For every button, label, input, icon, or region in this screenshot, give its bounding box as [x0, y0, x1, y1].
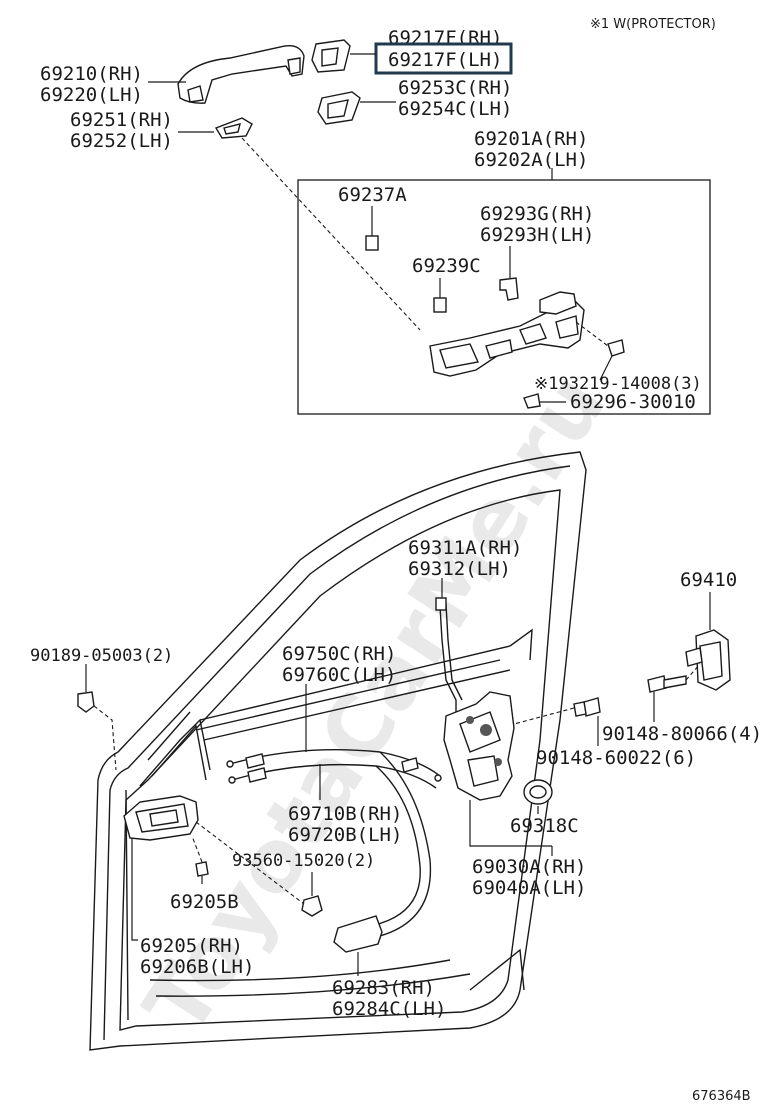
label-69410: 69410 [680, 569, 737, 591]
label-69253C: 69253C(RH) [398, 77, 512, 99]
screw-69296 [523, 393, 566, 409]
handle-cap [311, 39, 351, 73]
handle-pad [317, 91, 361, 125]
handle-pad-rear [214, 117, 253, 139]
screw-90148-80066 [647, 675, 687, 693]
label-90148-60022: 90148-60022(6) [536, 747, 696, 769]
label-90189: 90189-05003(2) [30, 646, 173, 666]
label-69720B: 69720B(LH) [288, 824, 402, 846]
label-69237A: 69237A [338, 184, 407, 206]
handle-frame [429, 291, 585, 377]
label-69283: 69283(RH) [332, 977, 435, 999]
label-69030A: 69030A(RH) [472, 856, 586, 878]
cover-69283 [333, 915, 383, 953]
clip-69237A [365, 206, 379, 251]
label-69040A: 69040A(LH) [472, 877, 586, 899]
label-69312: 69312(LH) [408, 558, 511, 580]
label-69284C: 69284C(LH) [332, 998, 446, 1020]
highlight-frame [374, 42, 513, 75]
clip-69239C [433, 278, 447, 313]
door-outline [89, 451, 587, 1051]
label-69760C: 69760C(LH) [282, 664, 396, 686]
door-lock [443, 691, 515, 801]
striker [685, 629, 731, 691]
outside-handle [177, 45, 305, 104]
label-69217F-lh: 69217F(LH) [388, 49, 502, 71]
label-69206B: 69206B(LH) [140, 956, 254, 978]
bracket-69293 [499, 246, 519, 301]
clip-90189 [77, 664, 95, 713]
label-93560: 93560-15020(2) [232, 851, 375, 871]
label-69311A: 69311A(RH) [408, 537, 522, 559]
diagram-code: 676364B [692, 1089, 751, 1104]
label-69251: 69251(RH) [70, 109, 173, 131]
label-69220: 69220(LH) [40, 84, 143, 106]
label-90148-80066: 90148-80066(4) [602, 723, 760, 745]
label-69252: 69252(LH) [70, 130, 173, 152]
label-93219: ※193219-14008(3) [534, 374, 702, 394]
screw-93560 [301, 895, 323, 917]
label-69254C: 69254C(LH) [398, 98, 512, 120]
inside-handle [123, 795, 199, 841]
cables [226, 749, 442, 941]
pin-69205B [195, 861, 209, 884]
label-69318C: 69318C [510, 815, 579, 837]
protector-note: ※1 W(PROTECTOR) [590, 17, 716, 32]
label-69750C: 69750C(RH) [282, 643, 396, 665]
label-69201A: 69201A(RH) [474, 128, 588, 150]
label-69202A: 69202A(LH) [474, 149, 588, 171]
screw-93219 [599, 339, 625, 381]
label-69296: 69296-30010 [570, 391, 696, 413]
screw-90148-60022 [573, 697, 601, 717]
label-69710B: 69710B(RH) [288, 803, 402, 825]
grommet [523, 779, 553, 805]
label-69210: 69210(RH) [40, 63, 143, 85]
label-69293H: 69293H(LH) [480, 224, 594, 246]
label-69239C: 69239C [412, 255, 481, 277]
label-69293G: 69293G(RH) [480, 203, 594, 225]
link-rod [435, 597, 463, 716]
label-69205: 69205(RH) [140, 935, 243, 957]
frame-box [297, 179, 711, 415]
label-69205B: 69205B [170, 891, 239, 913]
